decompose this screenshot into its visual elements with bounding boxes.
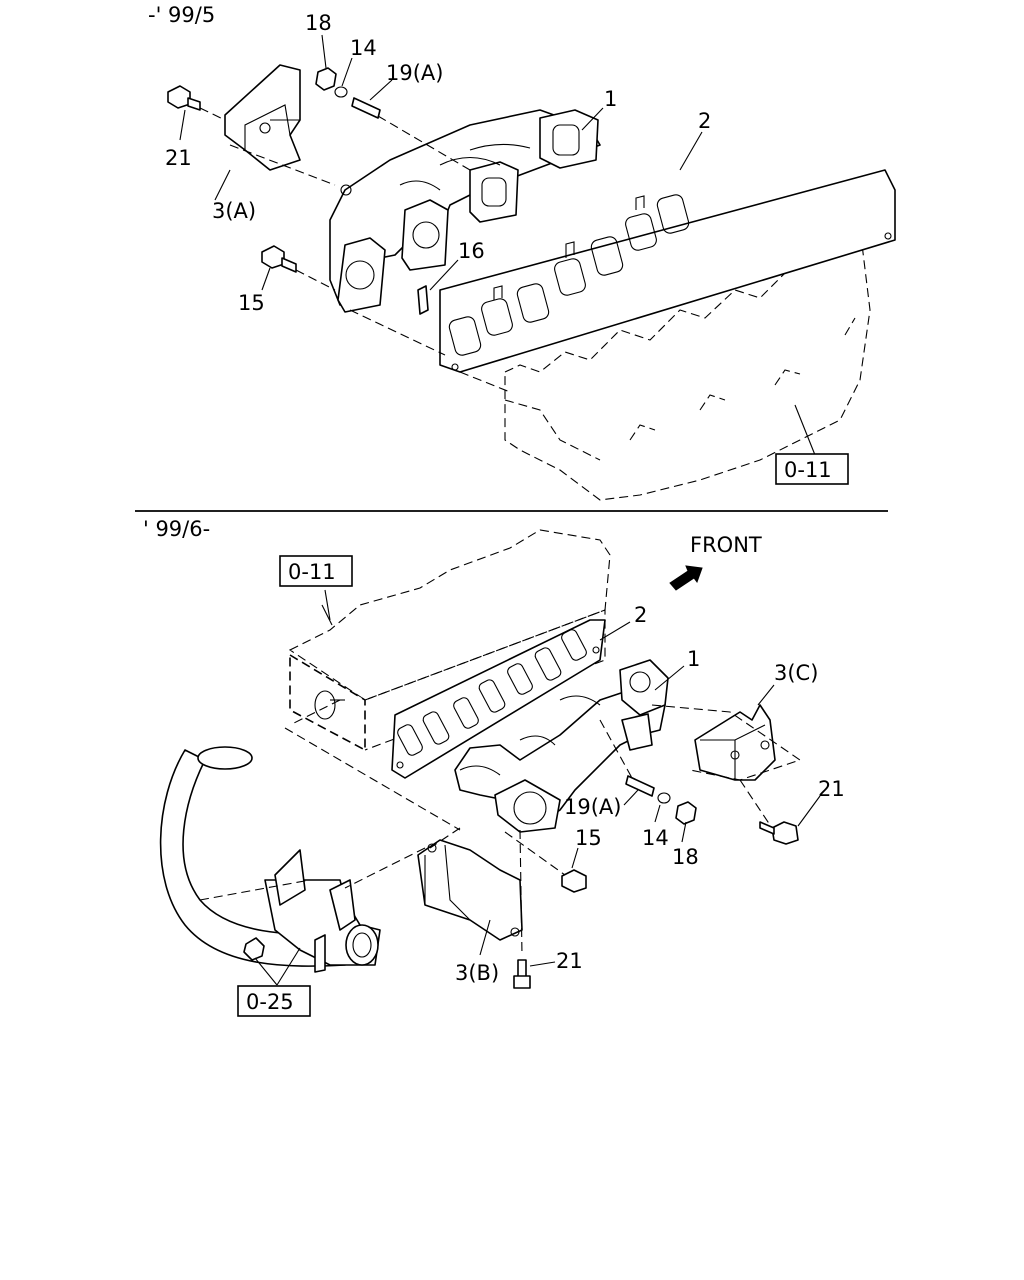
bottom-callout-18: 18 [672, 845, 699, 869]
bottom-ref-box-engine-label: 0-11 [288, 560, 336, 584]
top-callout-14: 14 [350, 36, 377, 60]
bottom-gasket [391, 619, 606, 779]
top-callout-3a: 3(A) [212, 199, 256, 223]
bottom-callout-1: 1 [687, 647, 700, 671]
bottom-engine-block [288, 529, 611, 751]
bottom-ref-box-pipe-label: 0-25 [246, 990, 294, 1014]
bottom-callout-2: 2 [634, 603, 647, 627]
top-leader-lines [179, 34, 703, 291]
top-fasteners [167, 67, 511, 393]
bottom-callout-21-right: 21 [818, 777, 845, 801]
top-ref-box-0-11: 0-11 [775, 453, 849, 485]
top-callout-2: 2 [698, 109, 711, 133]
bottom-bracket-3b [417, 839, 523, 941]
arrow-icon [669, 565, 703, 591]
bottom-leader-lines [254, 589, 821, 986]
top-callout-16: 16 [458, 239, 485, 263]
top-callout-15: 15 [238, 291, 265, 315]
bottom-callout-3b: 3(B) [455, 961, 499, 985]
top-ref-box-label: 0-11 [784, 458, 832, 482]
top-callout-1: 1 [604, 87, 617, 111]
top-callout-21: 21 [165, 146, 192, 170]
bottom-callout-19a: 19(A) [564, 795, 621, 819]
bottom-ref-box-0-11: 0-11 [279, 555, 353, 587]
bottom-exhaust-manifold [454, 659, 669, 833]
top-callout-19a: 19(A) [386, 61, 443, 85]
bottom-callout-3c: 3(C) [774, 661, 818, 685]
top-period-label: -' 99/5 [148, 3, 215, 27]
front-label: FRONT [690, 533, 762, 557]
bottom-ref-box-0-25: 0-25 [237, 985, 311, 1017]
bottom-fasteners [199, 699, 799, 989]
bottom-period-label: ' 99/6- [143, 517, 210, 541]
bottom-water-pipe [159, 746, 381, 973]
bottom-callout-21-bottom: 21 [556, 949, 583, 973]
top-bracket-3a [214, 64, 301, 201]
top-callout-18: 18 [305, 11, 332, 35]
bottom-bracket-3c [651, 704, 802, 781]
top-gasket [439, 169, 896, 373]
bottom-callout-15: 15 [575, 826, 602, 850]
top-section: -' 99/5 [148, 3, 896, 501]
top-exhaust-manifold [329, 109, 601, 313]
bottom-callout-14: 14 [642, 826, 669, 850]
bottom-section: ' 99/6- FRONT [143, 517, 845, 1017]
